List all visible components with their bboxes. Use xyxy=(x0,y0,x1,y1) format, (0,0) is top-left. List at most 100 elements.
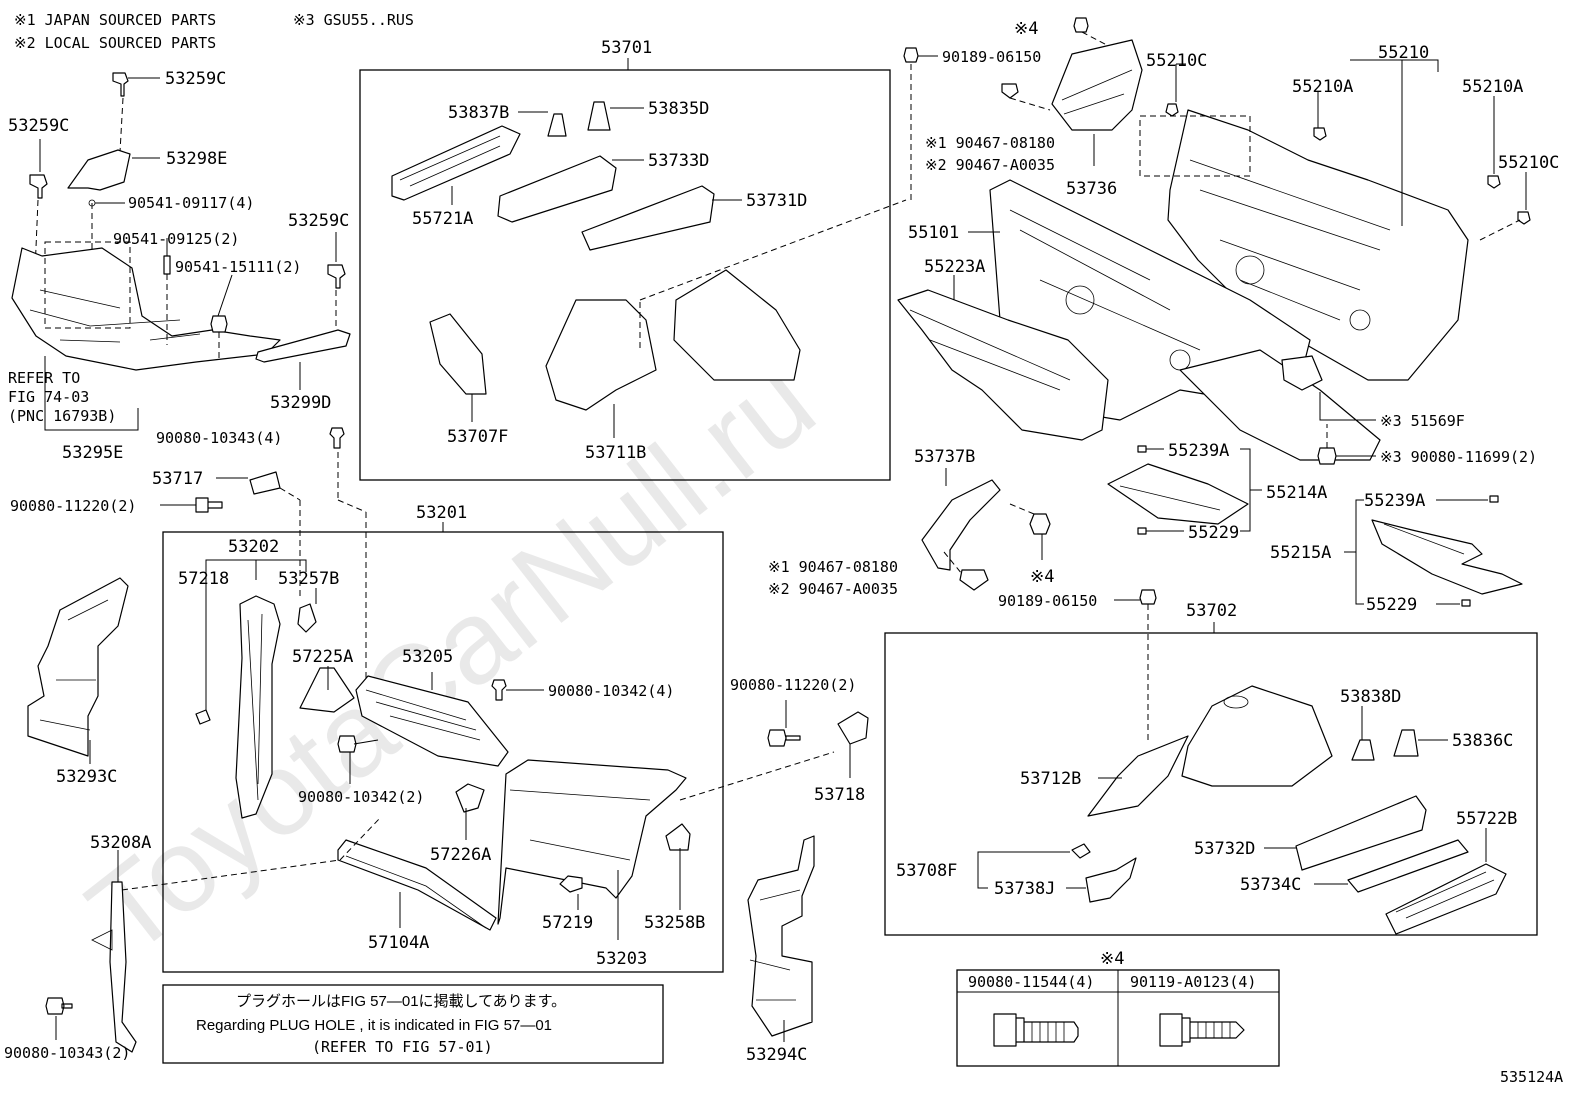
rail-55722b[interactable] xyxy=(1385,863,1507,935)
label-57104a: 57104A xyxy=(368,933,429,953)
label-53708f: 53708F xyxy=(896,861,957,881)
clip-55239a-a[interactable] xyxy=(1137,445,1147,453)
bracket-51569f[interactable] xyxy=(1281,355,1323,391)
bracket-53738j[interactable] xyxy=(1085,857,1137,903)
bolt-90080-10342-b[interactable] xyxy=(337,735,357,753)
label-53836c: 53836C xyxy=(1452,731,1513,751)
clip-53835d[interactable] xyxy=(587,101,611,131)
nut-4b[interactable] xyxy=(1029,513,1051,535)
fastener-col1-label: 90080-11544(4) xyxy=(968,973,1094,991)
label-4a: ※4 xyxy=(1014,19,1038,39)
bolt-90541-09125[interactable] xyxy=(163,255,171,275)
clip-53837b[interactable] xyxy=(547,113,567,137)
member-53734c[interactable] xyxy=(1347,839,1469,893)
bolt-90080-11699[interactable] xyxy=(1317,447,1337,465)
label-90080-10343-a: 90080-10343(4) xyxy=(156,429,282,447)
label-90467-a0035-b: ※2 90467-A0035 xyxy=(768,580,898,598)
bracket-53737b[interactable] xyxy=(921,479,1001,571)
clip-55210a-b[interactable] xyxy=(1487,175,1501,189)
gusset-57218[interactable] xyxy=(195,709,211,725)
clip-55210c-a[interactable] xyxy=(1165,103,1179,117)
label-53259c-left: 53259C xyxy=(8,116,69,136)
assembly-53201-parts xyxy=(195,559,835,940)
clip-55229-b[interactable] xyxy=(1461,599,1471,607)
clip-53259c-left[interactable] xyxy=(29,174,48,199)
bolt-top-4[interactable] xyxy=(1073,17,1089,33)
bracket-57219[interactable] xyxy=(559,875,583,893)
bolt-90080-10342-a[interactable] xyxy=(491,679,507,701)
member-53732d[interactable] xyxy=(1295,795,1427,871)
label-53732d: 53732D xyxy=(1194,839,1255,859)
clip-90467-b[interactable] xyxy=(959,569,989,591)
pillar-53208a[interactable] xyxy=(109,881,137,1053)
label-53838d: 53838D xyxy=(1340,687,1401,707)
clip-55239a-b[interactable] xyxy=(1489,495,1499,503)
label-57219: 57219 xyxy=(542,913,593,933)
undercover-53295e[interactable] xyxy=(11,247,281,371)
clip-53259c-top[interactable] xyxy=(112,72,129,97)
bolt-90189-06150-a[interactable] xyxy=(903,47,919,63)
bracket-57225a[interactable] xyxy=(299,667,355,713)
cover-55215a[interactable] xyxy=(1371,519,1523,595)
clip-55210a-a[interactable] xyxy=(1313,127,1327,141)
clip-90467-a[interactable] xyxy=(1001,83,1019,99)
bracket-53293c[interactable] xyxy=(27,577,129,757)
fastener-table: ※4 90080-11544(4) 90119-A0123(4) xyxy=(956,949,1280,1067)
bracket-53717[interactable] xyxy=(249,471,281,495)
label-53258b: 53258B xyxy=(644,913,705,933)
label-53738j: 53738J xyxy=(994,879,1055,899)
label-53701: 53701 xyxy=(601,38,652,58)
clip-53708f[interactable] xyxy=(1071,843,1091,859)
rail-55721a[interactable] xyxy=(391,125,521,201)
clip-53838d[interactable] xyxy=(1351,739,1375,761)
bracket-53294c[interactable] xyxy=(747,835,815,1037)
cover-55214a[interactable] xyxy=(1107,463,1249,525)
label-90467-a0035-a: ※2 90467-A0035 xyxy=(925,156,1055,174)
bracket-57226a[interactable] xyxy=(455,783,485,813)
label-53718: 53718 xyxy=(814,785,865,805)
label-refer-1: REFER TO xyxy=(8,369,80,387)
box-53702 xyxy=(884,632,1538,936)
label-90541-15111: 90541-15111(2) xyxy=(175,258,301,276)
label-55229-b: 55229 xyxy=(1366,595,1417,615)
label-53737b: 53737B xyxy=(914,447,975,467)
bolt-90080-11220-b[interactable] xyxy=(767,729,801,747)
clip-53257b[interactable] xyxy=(297,603,317,633)
apron-upper[interactable] xyxy=(1181,685,1333,787)
label-53299d: 53299D xyxy=(270,393,331,413)
clip-55210c-b[interactable] xyxy=(1517,211,1531,225)
bolt-90189-06150-b[interactable] xyxy=(1139,589,1157,605)
bolt-90080-10343-a[interactable] xyxy=(329,427,345,449)
apron-53711b-inner[interactable] xyxy=(673,269,801,381)
strut-53299d[interactable] xyxy=(255,329,351,363)
dash-panel-lower[interactable] xyxy=(1179,349,1381,461)
bracket-53298e[interactable] xyxy=(67,149,131,191)
member-53733d[interactable] xyxy=(497,155,617,223)
label-55223a: 55223A xyxy=(924,257,985,277)
label-53733d: 53733D xyxy=(648,151,709,171)
bracket-53707f[interactable] xyxy=(429,313,487,395)
label-53835d: 53835D xyxy=(648,99,709,119)
apron-53711b[interactable] xyxy=(545,299,657,411)
clip-53836c[interactable] xyxy=(1393,729,1419,757)
nut-90541-15111[interactable] xyxy=(210,315,228,333)
bolt-90080-11220-a[interactable] xyxy=(195,497,223,513)
label-53202: 53202 xyxy=(228,537,279,557)
member-53731d[interactable] xyxy=(581,185,715,251)
label-53201: 53201 xyxy=(416,503,467,523)
fastener-col2-label: 90119-A0123(4) xyxy=(1130,973,1256,991)
label-53734c: 53734C xyxy=(1240,875,1301,895)
bolt-90119-a0123[interactable] xyxy=(1159,1013,1245,1047)
bracket-53718[interactable] xyxy=(837,711,869,745)
apron-53712b[interactable] xyxy=(1087,735,1189,817)
label-90080-11220-a: 90080-11220(2) xyxy=(10,497,136,515)
insulator-55210[interactable] xyxy=(1167,109,1469,381)
frame-53203[interactable] xyxy=(497,759,687,925)
pillar-53202[interactable] xyxy=(235,595,281,819)
bolt-90080-11544[interactable] xyxy=(993,1013,1079,1047)
label-55721a: 55721A xyxy=(412,209,473,229)
bolt-90080-10343-b[interactable] xyxy=(45,997,73,1015)
clip-53259c-right[interactable] xyxy=(327,264,346,289)
bracket-53258b[interactable] xyxy=(665,823,691,851)
clip-55229-a[interactable] xyxy=(1137,527,1147,535)
